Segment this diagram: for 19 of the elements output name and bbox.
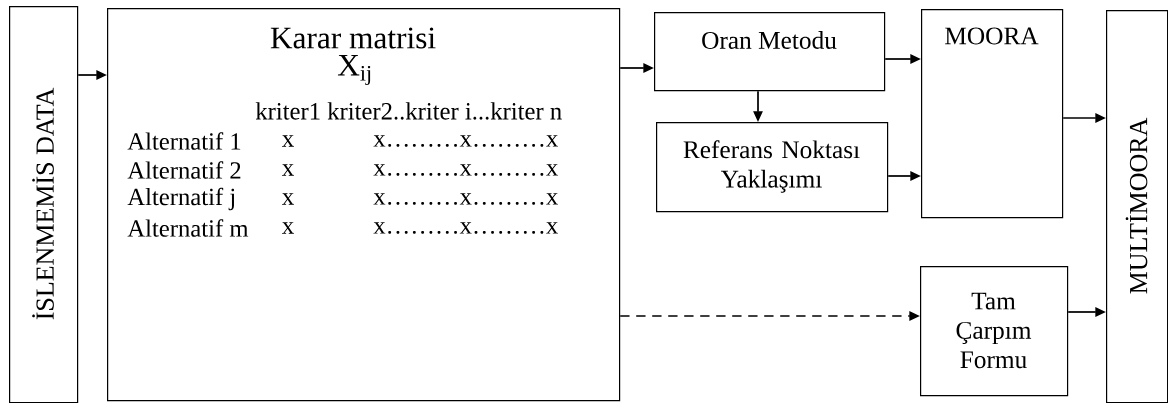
row-label: Alternatif 1: [127, 132, 241, 150]
table-cell: x………x………x: [373, 222, 558, 234]
vertical-box: İSLENMEMİS DATA: [9, 6, 79, 403]
row-label: Alternatif m: [127, 219, 249, 237]
table-cell: x………x………x: [373, 164, 558, 176]
table-cell: x: [282, 164, 294, 176]
process-box: Tam Çarpım Formu: [920, 266, 1069, 397]
table-cell: x………x………x: [373, 135, 558, 147]
table-cell: x: [282, 135, 294, 147]
process-box: Oran Metodu: [654, 12, 886, 92]
vertical-box: MULTİMOORA: [1106, 10, 1168, 403]
table-cell: x………x………x: [373, 193, 558, 205]
row-label: Alternatif j: [127, 187, 235, 211]
table-cell: x: [282, 193, 294, 205]
process-box: Referans Noktası Yaklaşımı: [656, 122, 889, 213]
table-header: kriter1 kriter2..kriter i...kriter n: [255, 102, 562, 120]
process-box: MOORA: [921, 9, 1064, 219]
table-cell: x: [282, 222, 294, 234]
row-label: Alternatif 2: [127, 161, 241, 179]
